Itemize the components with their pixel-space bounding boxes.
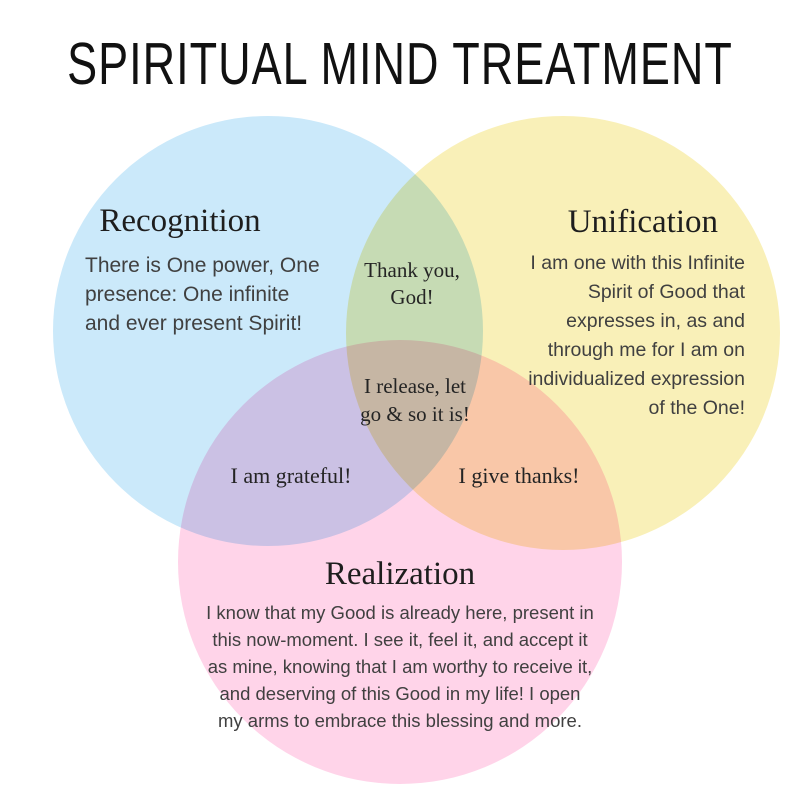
overlap-recognition-realization-text: I am grateful! — [230, 463, 352, 488]
realization-circle — [178, 340, 622, 784]
realization-heading: Realization — [324, 556, 476, 592]
overlap-unification-realization-text: I give thanks! — [458, 463, 580, 488]
recognition-heading: Recognition — [99, 203, 261, 239]
poster-title: SPIRITUAL MIND TREATMENT — [67, 30, 733, 98]
overlap-recognition-unification-text: Thank you, God! — [364, 258, 460, 309]
realization-body-text: I know that my Good is already here, pre… — [206, 602, 594, 731]
overlap-center-text: I release, let go & so it is! — [360, 374, 470, 426]
unification-heading: Unification — [567, 204, 718, 240]
unification-body-text: I am one with this Infinite Spirit of Go… — [528, 252, 745, 419]
recognition-body-text: There is One power, One presence: One in… — [85, 254, 320, 335]
